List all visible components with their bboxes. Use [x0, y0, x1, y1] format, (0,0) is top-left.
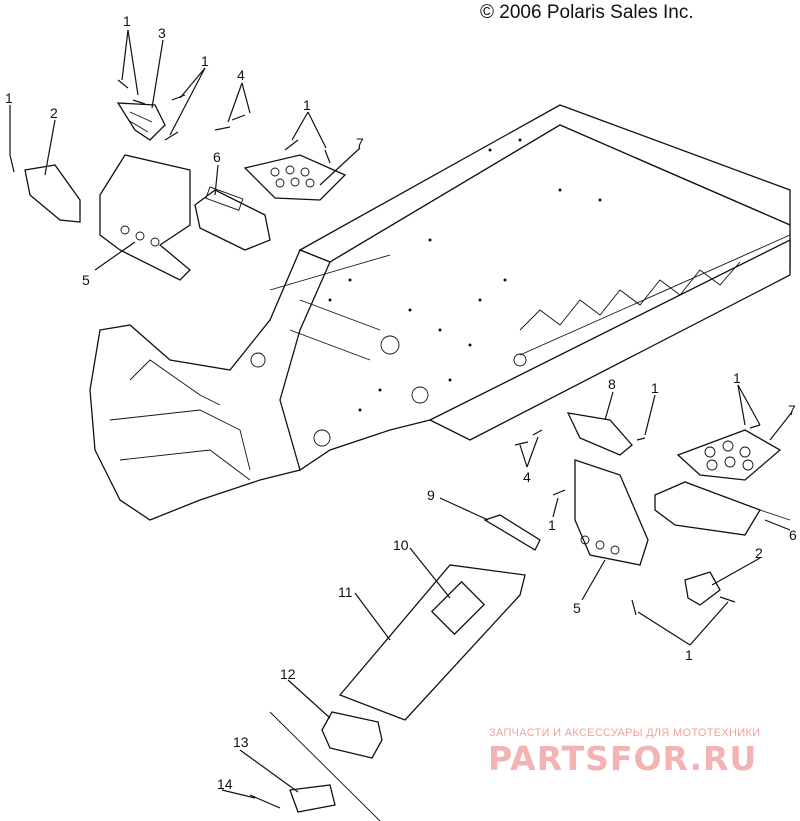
callout-1-g: 1	[548, 517, 556, 533]
callout-7-a: 7	[356, 135, 364, 151]
callout-1-d: 1	[303, 97, 311, 113]
callout-2-a: 2	[50, 105, 58, 121]
leader-lines	[9, 29, 793, 799]
callout-1-h: 1	[685, 647, 693, 663]
part-7-top-plate	[243, 154, 347, 201]
callout-1-a: 1	[123, 13, 131, 29]
part-6-left-mount	[194, 189, 271, 251]
part-11-tunnel-panel	[338, 564, 526, 721]
callout-8: 8	[608, 376, 616, 392]
watermark-logo: PARTSFOR.RU	[488, 739, 758, 778]
part-5-right-support	[574, 459, 649, 566]
part-3-bracket	[116, 102, 166, 141]
part-8-bracket	[566, 412, 633, 456]
callout-6-a: 6	[213, 149, 221, 165]
callout-1-f: 1	[733, 370, 741, 386]
part-6-right-mount	[654, 481, 761, 536]
fastener-bolts-lower	[249, 424, 761, 809]
callout-10: 10	[393, 537, 409, 553]
fastener-bolts-top	[9, 79, 331, 173]
part-5-left-support	[99, 154, 191, 281]
part-12-flap-bracket	[321, 711, 383, 759]
callout-5-b: 5	[573, 600, 581, 616]
chassis-frame	[89, 104, 791, 521]
part-10-label	[430, 580, 486, 636]
callout-11: 11	[338, 584, 353, 600]
callout-1-e: 1	[651, 380, 659, 396]
callout-7-b: 7	[788, 402, 796, 418]
callout-13: 13	[233, 734, 249, 750]
callout-1-b: 1	[201, 53, 209, 69]
callout-1-c: 1	[5, 90, 13, 106]
callout-2-b: 2	[755, 545, 763, 561]
callout-9: 9	[427, 487, 435, 503]
callout-4-a: 4	[237, 67, 245, 83]
part-9-strip	[483, 514, 541, 551]
callout-14: 14	[217, 776, 233, 792]
part-7-right-plate	[676, 429, 782, 481]
part-2-left-bracket	[24, 164, 81, 223]
callout-5-a: 5	[82, 272, 90, 288]
watermark-tagline: ЗАПЧАСТИ И АКСЕССУАРЫ ДЛЯ МОТОТЕХНИКИ	[489, 727, 761, 739]
callout-4-b: 4	[523, 469, 531, 485]
callout-12: 12	[280, 666, 296, 682]
callout-3: 3	[158, 25, 166, 41]
copyright-notice: © 2006 Polaris Sales Inc.	[480, 2, 694, 23]
callout-labels: 1 1 1 1 1 1 1 1 2 2 3 4 4 5 5 6 6 7 7 8 …	[5, 13, 797, 792]
part-13-plate	[289, 784, 336, 813]
callout-6-b: 6	[789, 527, 797, 543]
part-2-right-bracket	[684, 571, 721, 606]
